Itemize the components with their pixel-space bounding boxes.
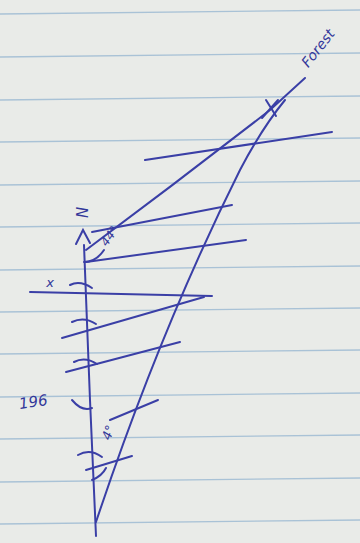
sketch-label: 196 <box>18 393 48 412</box>
sketch-label: Forest <box>299 26 337 69</box>
sketch-label: x <box>46 276 54 289</box>
pen-lines <box>30 78 332 536</box>
ruled-lines <box>0 10 360 524</box>
sketch-label: N <box>76 206 91 217</box>
